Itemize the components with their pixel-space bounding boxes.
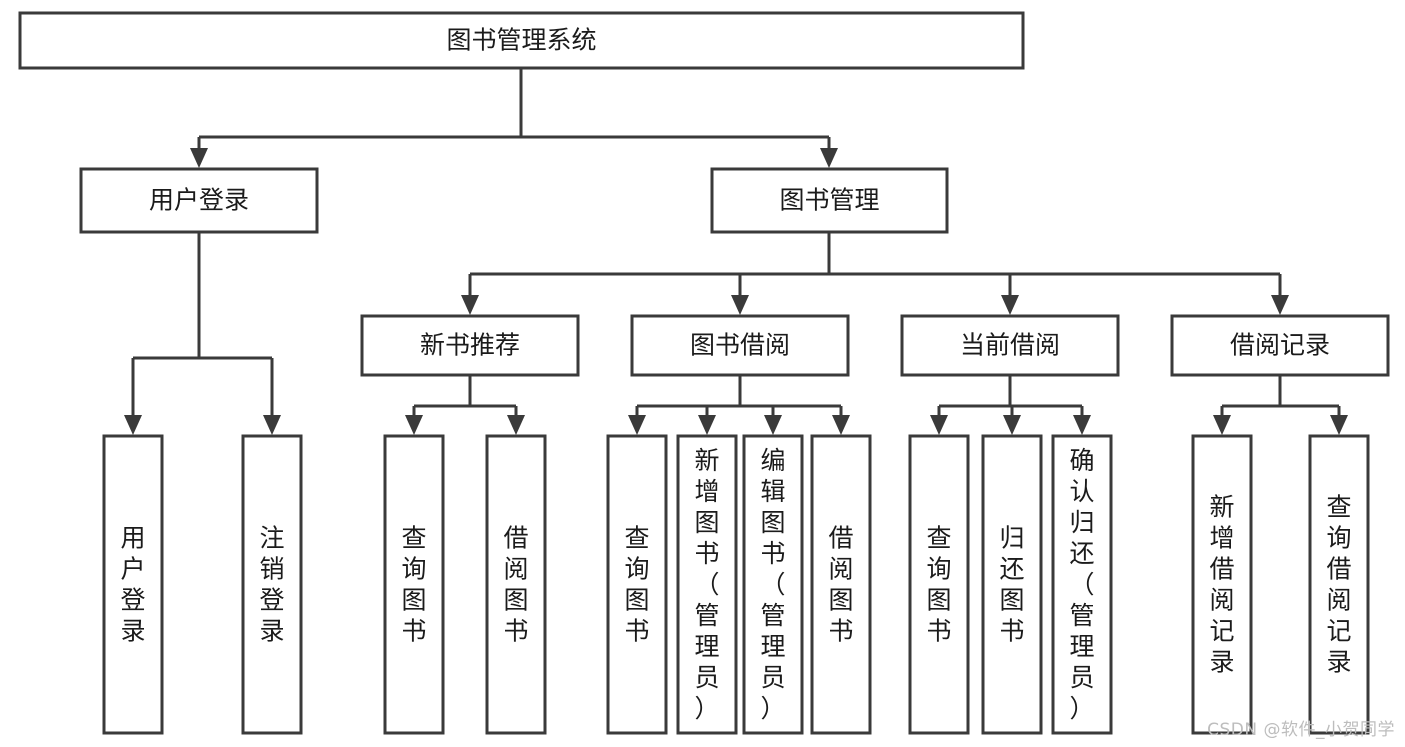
node-box-current-borrow[interactable] <box>900 314 1120 377</box>
node-leaf-query-book-current[interactable]: 查询图书 <box>908 434 970 735</box>
node-box-borrow-record[interactable] <box>1170 314 1390 377</box>
node-box-leaf-logout[interactable] <box>241 434 303 735</box>
node-label-current-borrow: 当前借阅 <box>960 331 1060 360</box>
arrowhead-icon <box>698 415 716 435</box>
connector-layer <box>124 68 1348 435</box>
node-label-leaf-return-book: 归还图书 <box>999 524 1024 646</box>
connector-book-borrow-to-leaves <box>628 375 850 435</box>
node-leaf-borrow-book[interactable]: 借阅图书 <box>810 434 872 735</box>
arrowhead-icon <box>263 415 281 435</box>
node-label-user-login: 用户登录 <box>149 186 249 215</box>
node-box-root[interactable] <box>18 11 1025 70</box>
node-label-new-book-recommend: 新书推荐 <box>420 331 520 360</box>
node-box-book-borrow[interactable] <box>630 314 850 377</box>
node-label-leaf-query-borrow-record: 查询借阅记录 <box>1326 493 1351 677</box>
node-box-leaf-borrow-book-recommend[interactable] <box>485 434 547 735</box>
connector-borrow-record-to-leaves <box>1213 375 1348 435</box>
connector-current-borrow-to-leaves <box>930 375 1091 435</box>
node-leaf-query-book-borrow[interactable]: 查询图书 <box>606 434 668 735</box>
arrowhead-icon <box>764 415 782 435</box>
node-label-book-management: 图书管理 <box>779 186 879 215</box>
node-leaf-return-book[interactable]: 归还图书 <box>981 434 1043 735</box>
node-label-leaf-logout: 注销登录 <box>259 524 284 646</box>
arrowhead-icon <box>1003 415 1021 435</box>
arrowhead-icon <box>1330 415 1348 435</box>
node-label-root: 图书管理系统 <box>446 26 596 55</box>
node-label-leaf-query-book-borrow: 查询图书 <box>624 524 649 646</box>
arrowhead-icon <box>832 415 850 435</box>
node-user-login[interactable]: 用户登录 <box>79 167 319 234</box>
connector-root-to-level2 <box>190 68 838 168</box>
connector-user-login-to-leaves <box>124 232 281 435</box>
node-current-borrow[interactable]: 当前借阅 <box>900 314 1120 377</box>
node-box-leaf-return-book[interactable] <box>981 434 1043 735</box>
node-box-leaf-query-book-recommend[interactable] <box>383 434 445 735</box>
node-box-leaf-query-book-current[interactable] <box>908 434 970 735</box>
arrowhead-icon <box>405 415 423 435</box>
node-leaf-user-login[interactable]: 用户登录 <box>102 434 164 735</box>
arrowhead-icon <box>124 415 142 435</box>
node-box-user-login[interactable] <box>79 167 319 234</box>
arrowhead-icon <box>190 148 208 168</box>
node-label-leaf-edit-book-admin: 编辑图书（管理员） <box>760 446 785 723</box>
node-leaf-add-book-admin[interactable]: 新增图书（管理员） <box>676 434 738 735</box>
csdn-watermark: CSDN @软件_小贺同学 <box>1207 720 1395 740</box>
arrowhead-icon <box>507 415 525 435</box>
node-borrow-record[interactable]: 借阅记录 <box>1170 314 1390 377</box>
node-leaf-edit-book-admin[interactable]: 编辑图书（管理员） <box>742 434 804 735</box>
node-leaf-query-book-recommend[interactable]: 查询图书 <box>383 434 445 735</box>
node-box-leaf-user-login[interactable] <box>102 434 164 735</box>
node-leaf-confirm-return-admin[interactable]: 确认归还（管理员） <box>1051 434 1113 735</box>
node-leaf-add-borrow-record[interactable]: 新增借阅记录 <box>1191 434 1253 735</box>
arrowhead-icon <box>628 415 646 435</box>
arrowhead-icon <box>1213 415 1231 435</box>
arrowhead-icon <box>1073 415 1091 435</box>
node-label-leaf-borrow-book: 借阅图书 <box>828 524 853 646</box>
node-label-leaf-query-book-recommend: 查询图书 <box>401 524 426 646</box>
arrowhead-icon <box>820 148 838 168</box>
connector-book-management-to-level3 <box>461 232 1289 315</box>
node-box-new-book-recommend[interactable] <box>360 314 580 377</box>
node-box-leaf-add-borrow-record[interactable] <box>1191 434 1253 735</box>
node-box-leaf-query-borrow-record[interactable] <box>1308 434 1370 735</box>
node-layer: 图书管理系统用户登录图书管理新书推荐图书借阅当前借阅借阅记录用户登录注销登录查询… <box>18 11 1390 735</box>
node-label-leaf-add-book-admin: 新增图书（管理员） <box>694 446 719 723</box>
arrowhead-icon <box>461 295 479 315</box>
connector-new-book-recommend-to-leaves <box>405 375 525 435</box>
node-label-borrow-record: 借阅记录 <box>1230 331 1330 360</box>
node-box-leaf-borrow-book[interactable] <box>810 434 872 735</box>
node-label-book-borrow: 图书借阅 <box>690 331 790 360</box>
node-new-book-recommend[interactable]: 新书推荐 <box>360 314 580 377</box>
node-label-leaf-query-book-current: 查询图书 <box>926 524 951 646</box>
node-leaf-borrow-book-recommend[interactable]: 借阅图书 <box>485 434 547 735</box>
node-label-leaf-borrow-book-recommend: 借阅图书 <box>503 524 528 646</box>
node-book-borrow[interactable]: 图书借阅 <box>630 314 850 377</box>
node-label-leaf-user-login: 用户登录 <box>120 524 145 646</box>
arrowhead-icon <box>930 415 948 435</box>
node-box-leaf-edit-book-admin[interactable] <box>742 434 804 735</box>
node-box-leaf-add-book-admin[interactable] <box>676 434 738 735</box>
arrowhead-icon <box>1001 295 1019 315</box>
node-label-leaf-add-borrow-record: 新增借阅记录 <box>1209 493 1234 677</box>
arrowhead-icon <box>731 295 749 315</box>
node-leaf-query-borrow-record[interactable]: 查询借阅记录 <box>1308 434 1370 735</box>
node-book-management[interactable]: 图书管理 <box>710 167 949 234</box>
node-label-leaf-confirm-return-admin: 确认归还（管理员） <box>1069 446 1094 723</box>
node-leaf-logout[interactable]: 注销登录 <box>241 434 303 735</box>
node-box-leaf-confirm-return-admin[interactable] <box>1051 434 1113 735</box>
arrowhead-icon <box>1271 295 1289 315</box>
node-box-leaf-query-book-borrow[interactable] <box>606 434 668 735</box>
node-root[interactable]: 图书管理系统 <box>18 11 1025 70</box>
node-box-book-management[interactable] <box>710 167 949 234</box>
